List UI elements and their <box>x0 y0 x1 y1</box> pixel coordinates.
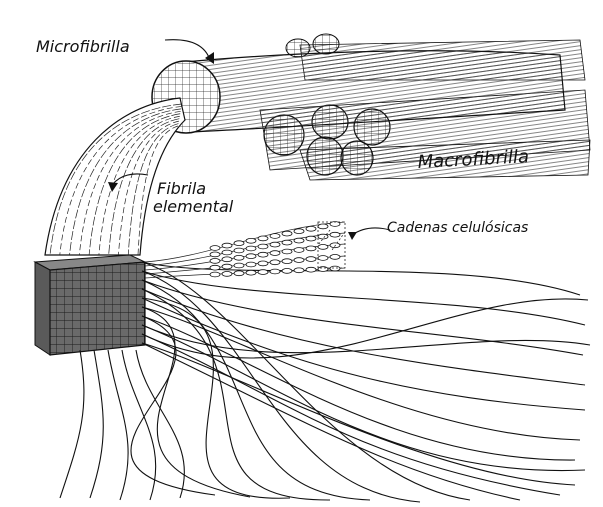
chain-bead <box>270 242 280 247</box>
chain-bead <box>234 248 244 253</box>
fibril-cross-section-block <box>35 255 145 355</box>
label-elementary-fibril-line2: elemental <box>153 197 234 216</box>
chain-bead <box>282 231 292 236</box>
chain-bead <box>318 245 328 250</box>
chain-bead <box>306 257 316 262</box>
cellulose-strand <box>136 350 184 498</box>
chain-bead <box>234 263 244 268</box>
cellulose-strand <box>142 262 470 500</box>
chain-bead <box>318 224 328 229</box>
chain-bead <box>210 259 220 264</box>
cellulose-strand <box>108 350 128 500</box>
cellulose-chain <box>145 243 345 270</box>
label-cellulose-chains: Cadenas celulósicas <box>387 220 528 236</box>
chain-bead <box>294 248 304 253</box>
chain-bead <box>234 255 244 260</box>
cellulose-strand <box>60 350 84 498</box>
chain-bead <box>294 229 304 234</box>
chain-bead <box>330 266 340 271</box>
chain-bead <box>306 236 316 241</box>
chain-bead <box>282 240 292 245</box>
chain-bead <box>246 270 256 275</box>
cellulose-strand <box>142 271 585 325</box>
chain-bead <box>270 251 280 256</box>
chain-bead <box>294 268 304 273</box>
cellulose-chains <box>145 222 345 278</box>
cellulose-strand <box>142 334 560 495</box>
chain-bead <box>270 269 280 274</box>
chain-bead <box>258 270 268 275</box>
cellulose-strand <box>142 307 250 497</box>
chain-bead <box>234 241 244 246</box>
chain-bead <box>222 250 232 255</box>
chain-bead <box>258 244 268 249</box>
chain-bead <box>246 238 256 243</box>
chain-bead <box>258 236 268 241</box>
chain-bead <box>222 272 232 277</box>
chain-bead <box>282 259 292 264</box>
chain-bead <box>258 261 268 266</box>
chain-bead <box>330 255 340 260</box>
chain-bead <box>210 246 220 251</box>
cellulose-strand <box>142 289 330 500</box>
chain-bead <box>222 243 232 248</box>
cellulose-strand <box>142 316 575 460</box>
chains-arrow <box>348 228 390 240</box>
cellulose-strand <box>142 262 580 295</box>
chain-bead <box>294 238 304 243</box>
cellulose-chain <box>145 266 345 278</box>
chain-bead <box>306 246 316 251</box>
elementary-fibril-band <box>45 98 185 255</box>
label-elementary-fibril-line1: Fibrila <box>157 179 206 198</box>
label-microfibril: Microfibrilla <box>36 37 130 56</box>
chain-bead <box>258 252 268 257</box>
chain-bead <box>222 257 232 262</box>
cellulose-strand <box>90 350 103 498</box>
cellulose-strand <box>142 343 575 485</box>
chain-bead <box>282 249 292 254</box>
chain-bead <box>270 260 280 265</box>
chain-bead <box>234 271 244 276</box>
chain-bead <box>246 254 256 259</box>
chain-bead <box>246 246 256 251</box>
chain-bead <box>330 232 340 237</box>
chain-bead <box>318 234 328 239</box>
chain-bead <box>282 269 292 274</box>
chain-bead <box>306 267 316 272</box>
chain-bead <box>318 267 328 272</box>
chain-bead <box>210 272 220 277</box>
chain-bead <box>270 234 280 239</box>
cellulose-strand <box>142 343 520 500</box>
chain-bead <box>306 226 316 231</box>
cellulose-chain <box>145 222 345 262</box>
chain-bead <box>318 256 328 261</box>
chain-bead <box>246 262 256 267</box>
chain-bead <box>210 252 220 257</box>
chain-bead <box>210 265 220 270</box>
chain-bead <box>294 258 304 263</box>
chain-bead <box>222 264 232 269</box>
